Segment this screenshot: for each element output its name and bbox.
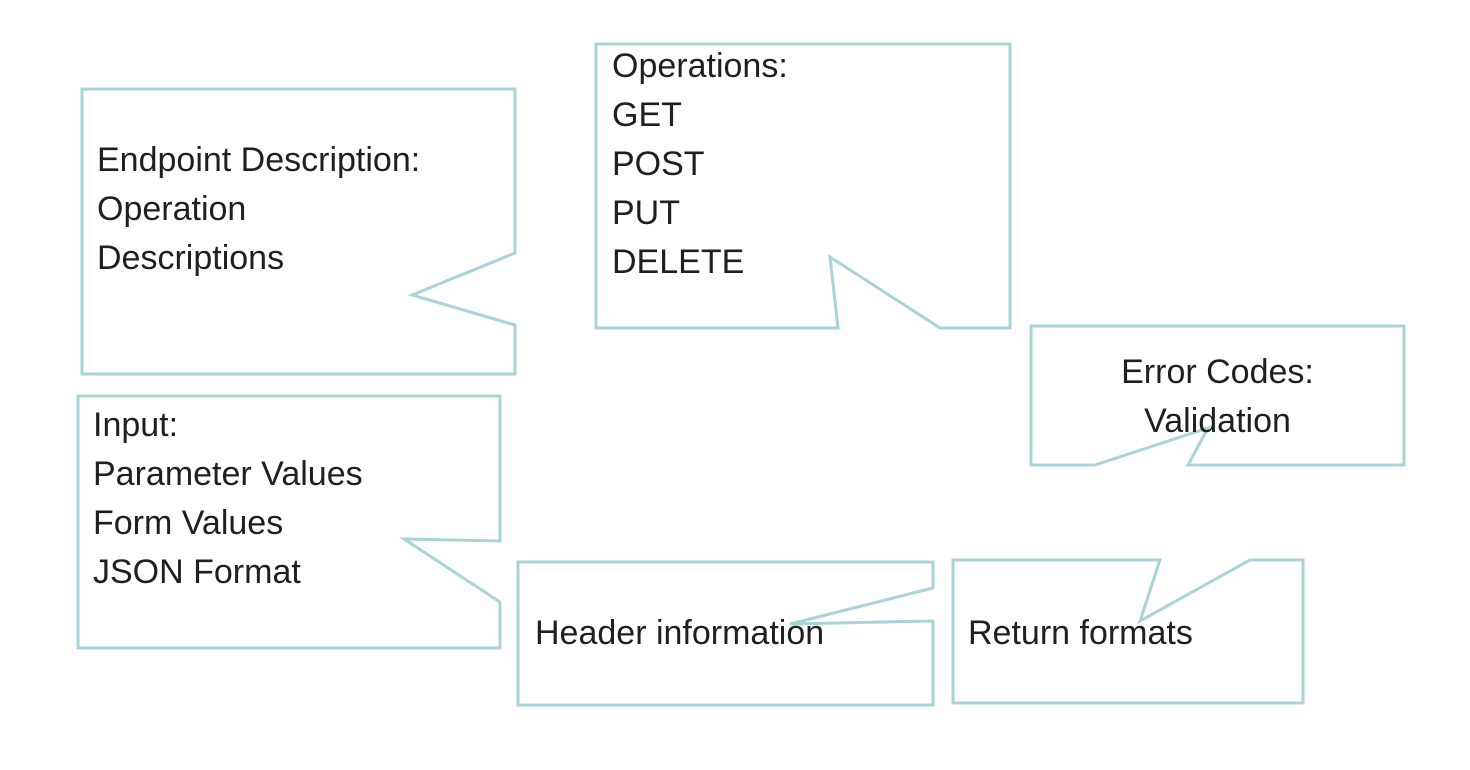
input-line-4: JSON Format	[93, 553, 301, 591]
endpoint-line-3: Descriptions	[97, 239, 285, 277]
error-codes-callout-shape	[1029, 324, 1406, 467]
header-callout-text: Header information	[535, 609, 824, 658]
endpoint-callout-text: Endpoint Description: Operation Descript…	[97, 136, 420, 283]
header-line-1: Header information	[535, 614, 825, 652]
input-line-2: Parameter Values	[93, 455, 363, 493]
endpoint-line-2: Operation	[97, 190, 247, 228]
operations-line-2: GET	[612, 96, 682, 134]
error-codes-line-1: Error Codes:	[1121, 353, 1314, 391]
operations-line-1: Operations:	[612, 47, 788, 85]
return-callout-shape	[951, 558, 1305, 705]
input-callout-shape	[76, 394, 502, 650]
operations-line-3: POST	[612, 145, 705, 183]
return-line-1: Return formats	[968, 614, 1193, 652]
operations-callout-text: Operations: GET POST PUT DELETE	[612, 42, 788, 287]
operations-callout-shape	[594, 42, 1012, 330]
endpoint-line-1: Endpoint Description:	[97, 141, 421, 179]
error-codes-callout-text: Error Codes: Validation	[1031, 348, 1404, 446]
header-callout-shape	[516, 560, 935, 707]
endpoint-callout-shape	[80, 87, 517, 376]
input-callout-text: Input: Parameter Values Form Values JSON…	[93, 401, 363, 597]
operations-line-4: PUT	[612, 194, 680, 232]
operations-line-5: DELETE	[612, 243, 745, 281]
error-codes-line-2: Validation	[1144, 402, 1291, 440]
input-line-3: Form Values	[93, 504, 284, 542]
return-callout-text: Return formats	[968, 609, 1193, 658]
input-line-1: Input:	[93, 406, 179, 444]
